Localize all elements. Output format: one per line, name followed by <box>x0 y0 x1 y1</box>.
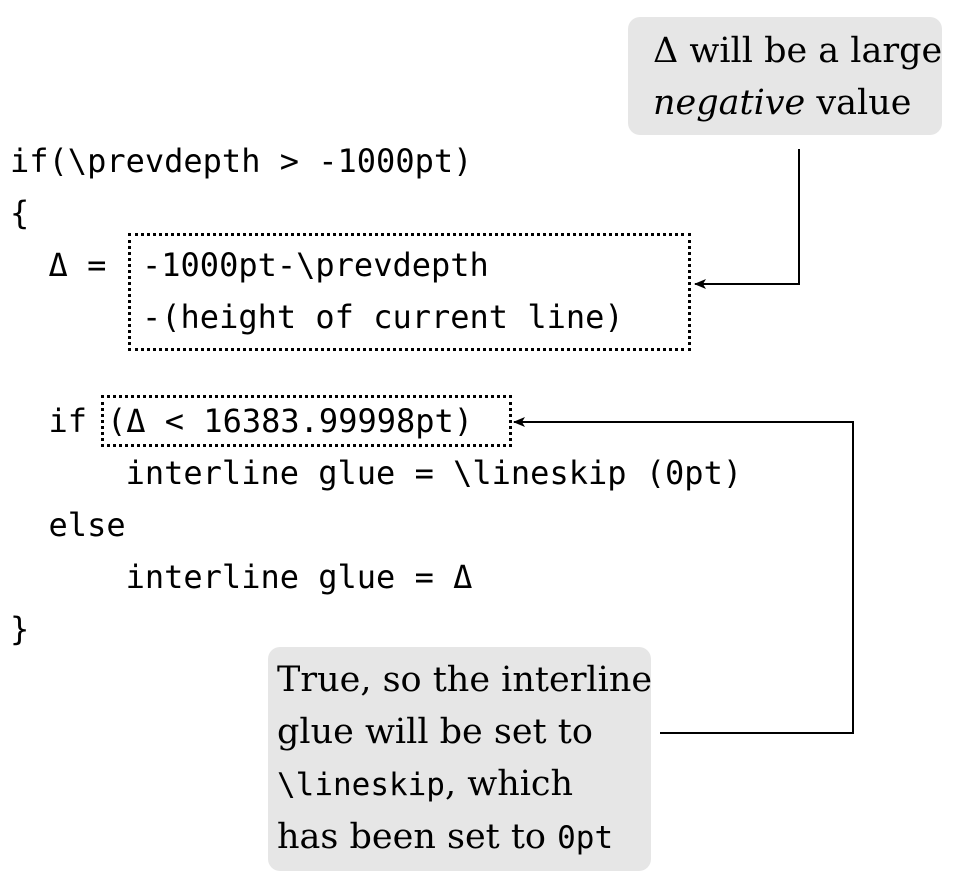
note-bottom-line3-rest: , which <box>444 764 574 804</box>
code-line-else: else <box>10 506 126 544</box>
arrow-top-note-to-delta-box <box>694 149 800 289</box>
note-top-italic-word: negative <box>653 83 806 123</box>
code-line-close-brace: } <box>10 610 30 648</box>
delta-expression-dotted-box <box>128 233 691 351</box>
code-line-if-condition: (Δ < 16383.99998pt) <box>107 402 474 440</box>
code-line-open-brace: { <box>10 194 30 232</box>
code-line-interline-lineskip: interline glue = \lineskip (0pt) <box>10 454 743 492</box>
arrow-bottom-note-to-condition-box <box>513 417 854 734</box>
note-bottom-lineskip-code: \lineskip <box>277 767 445 803</box>
code-line-delta-expression: -1000pt-\prevdepth <box>142 246 489 284</box>
code-line-if-prevdepth: if(\prevdepth > -1000pt) <box>10 142 473 180</box>
note-top-line1: Δ will be a large <box>653 31 943 71</box>
note-bottom-line1: True, so the interline <box>277 660 653 700</box>
note-large-negative-value: Δ will be a large negative value <box>628 17 942 135</box>
note-interline-glue-lineskip: True, so the interline glue will be set … <box>268 647 653 871</box>
code-line-delta-prefix: Δ = <box>10 246 126 284</box>
note-top-line2-rest: value <box>805 83 912 123</box>
note-bottom-0pt-code: 0pt <box>557 820 614 856</box>
note-bottom-line2: glue will be set to <box>277 712 593 752</box>
code-line-if-prefix: if <box>10 402 88 440</box>
condition-dotted-box <box>101 395 512 447</box>
code-line-interline-delta: interline glue = Δ <box>10 558 473 596</box>
code-line-height-current-line: -(height of current line) <box>142 298 624 336</box>
note-bottom-line4: has been set to <box>277 817 558 857</box>
